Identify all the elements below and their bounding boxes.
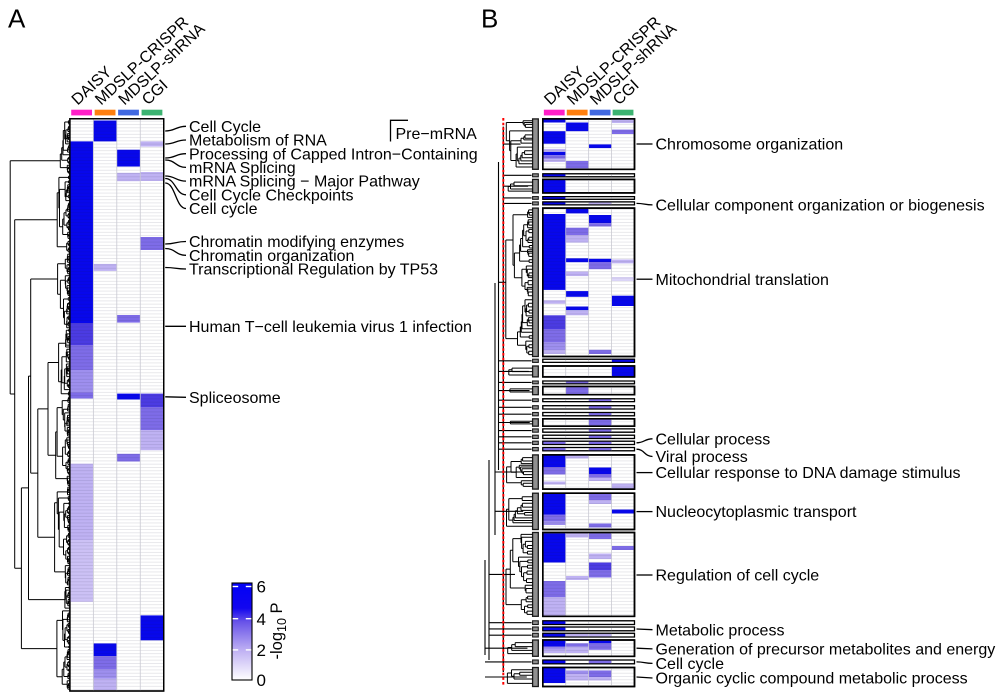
svg-text:Transcriptional Regulation by: Transcriptional Regulation by TP53 [189, 262, 438, 279]
svg-text:Spliceosome: Spliceosome [189, 390, 281, 407]
svg-text:Cellular response to DNA damag: Cellular response to DNA damage stimulus [656, 465, 961, 482]
svg-text:0: 0 [257, 671, 266, 690]
svg-text:mRNA Splicing − Major Pathway: mRNA Splicing − Major Pathway [189, 174, 420, 191]
svg-text:Chromosome organization: Chromosome organization [656, 137, 844, 154]
svg-text:Generation of precursor metabo: Generation of precursor metabolites and … [656, 642, 996, 659]
svg-text:-log10 P: -log10 P [268, 602, 289, 659]
svg-text:Organic cyclic compound metabo: Organic cyclic compound metabolic proces… [656, 671, 968, 688]
svg-text:Metabolic process: Metabolic process [656, 622, 785, 639]
svg-text:Mitochondrial translation: Mitochondrial translation [656, 272, 829, 289]
svg-text:Chromatin modifying enzymes: Chromatin modifying enzymes [189, 234, 404, 251]
svg-text:Regulation of cell cycle: Regulation of cell cycle [656, 568, 820, 585]
svg-text:2: 2 [257, 641, 266, 660]
svg-text:B: B [481, 4, 498, 34]
svg-text:Cell cycle: Cell cycle [189, 201, 258, 218]
svg-text:Cell Cycle: Cell Cycle [189, 119, 261, 136]
svg-text:Processing of Capped Intron−Co: Processing of Capped Intron−Containing [189, 146, 478, 163]
svg-text:Cell cycle: Cell cycle [656, 656, 725, 673]
svg-text:Pre−mRNA: Pre−mRNA [396, 126, 478, 143]
svg-text:Cellular component organizatio: Cellular component organization or bioge… [656, 198, 985, 215]
svg-text:Cell Cycle Checkpoints: Cell Cycle Checkpoints [189, 187, 354, 204]
svg-text:Nucleocytoplasmic transport: Nucleocytoplasmic transport [656, 504, 858, 521]
svg-text:Viral process: Viral process [656, 449, 748, 466]
svg-text:6: 6 [257, 578, 266, 597]
svg-text:Human T−cell leukemia virus 1: Human T−cell leukemia virus 1 infection [189, 319, 472, 336]
svg-text:Chromatin organization: Chromatin organization [189, 248, 354, 265]
svg-text:4: 4 [257, 610, 266, 629]
svg-text:Cellular process: Cellular process [656, 431, 771, 448]
svg-text:mRNA Splicing: mRNA Splicing [189, 160, 296, 177]
svg-text:Metabolism of RNA: Metabolism of RNA [189, 133, 327, 150]
svg-text:A: A [8, 4, 26, 34]
